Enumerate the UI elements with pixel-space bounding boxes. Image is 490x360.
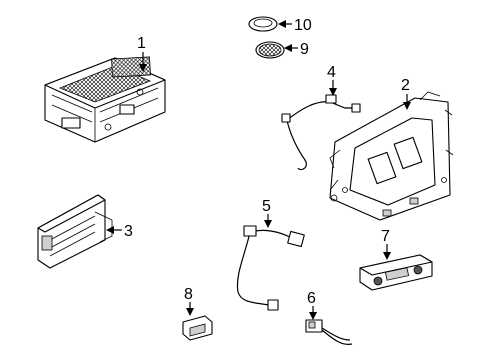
callout-9: 9 [300, 41, 309, 58]
part-2-bezel-frame [329, 91, 454, 221]
callout-4: 4 [327, 64, 336, 81]
leader-lines [106, 20, 411, 320]
callout-6: 6 [307, 290, 316, 307]
part-7-control-panel [359, 254, 433, 291]
callout-8: 8 [184, 286, 193, 303]
part-4-wire-harness [281, 94, 361, 171]
part-10-speaker-cap [248, 16, 278, 32]
callout-5: 5 [262, 198, 271, 215]
callout-10: 10 [294, 17, 312, 34]
part-8-switch [182, 315, 213, 341]
part-9-speaker [255, 41, 285, 59]
callout-3: 3 [124, 223, 133, 240]
callout-7: 7 [381, 228, 390, 245]
callout-1: 1 [137, 35, 146, 52]
callout-2: 2 [401, 77, 410, 94]
part-6-switch [305, 319, 353, 345]
part-3-module [37, 194, 113, 269]
part-1-radio-unit [44, 56, 166, 143]
part-5-wire-harness [236, 225, 305, 311]
